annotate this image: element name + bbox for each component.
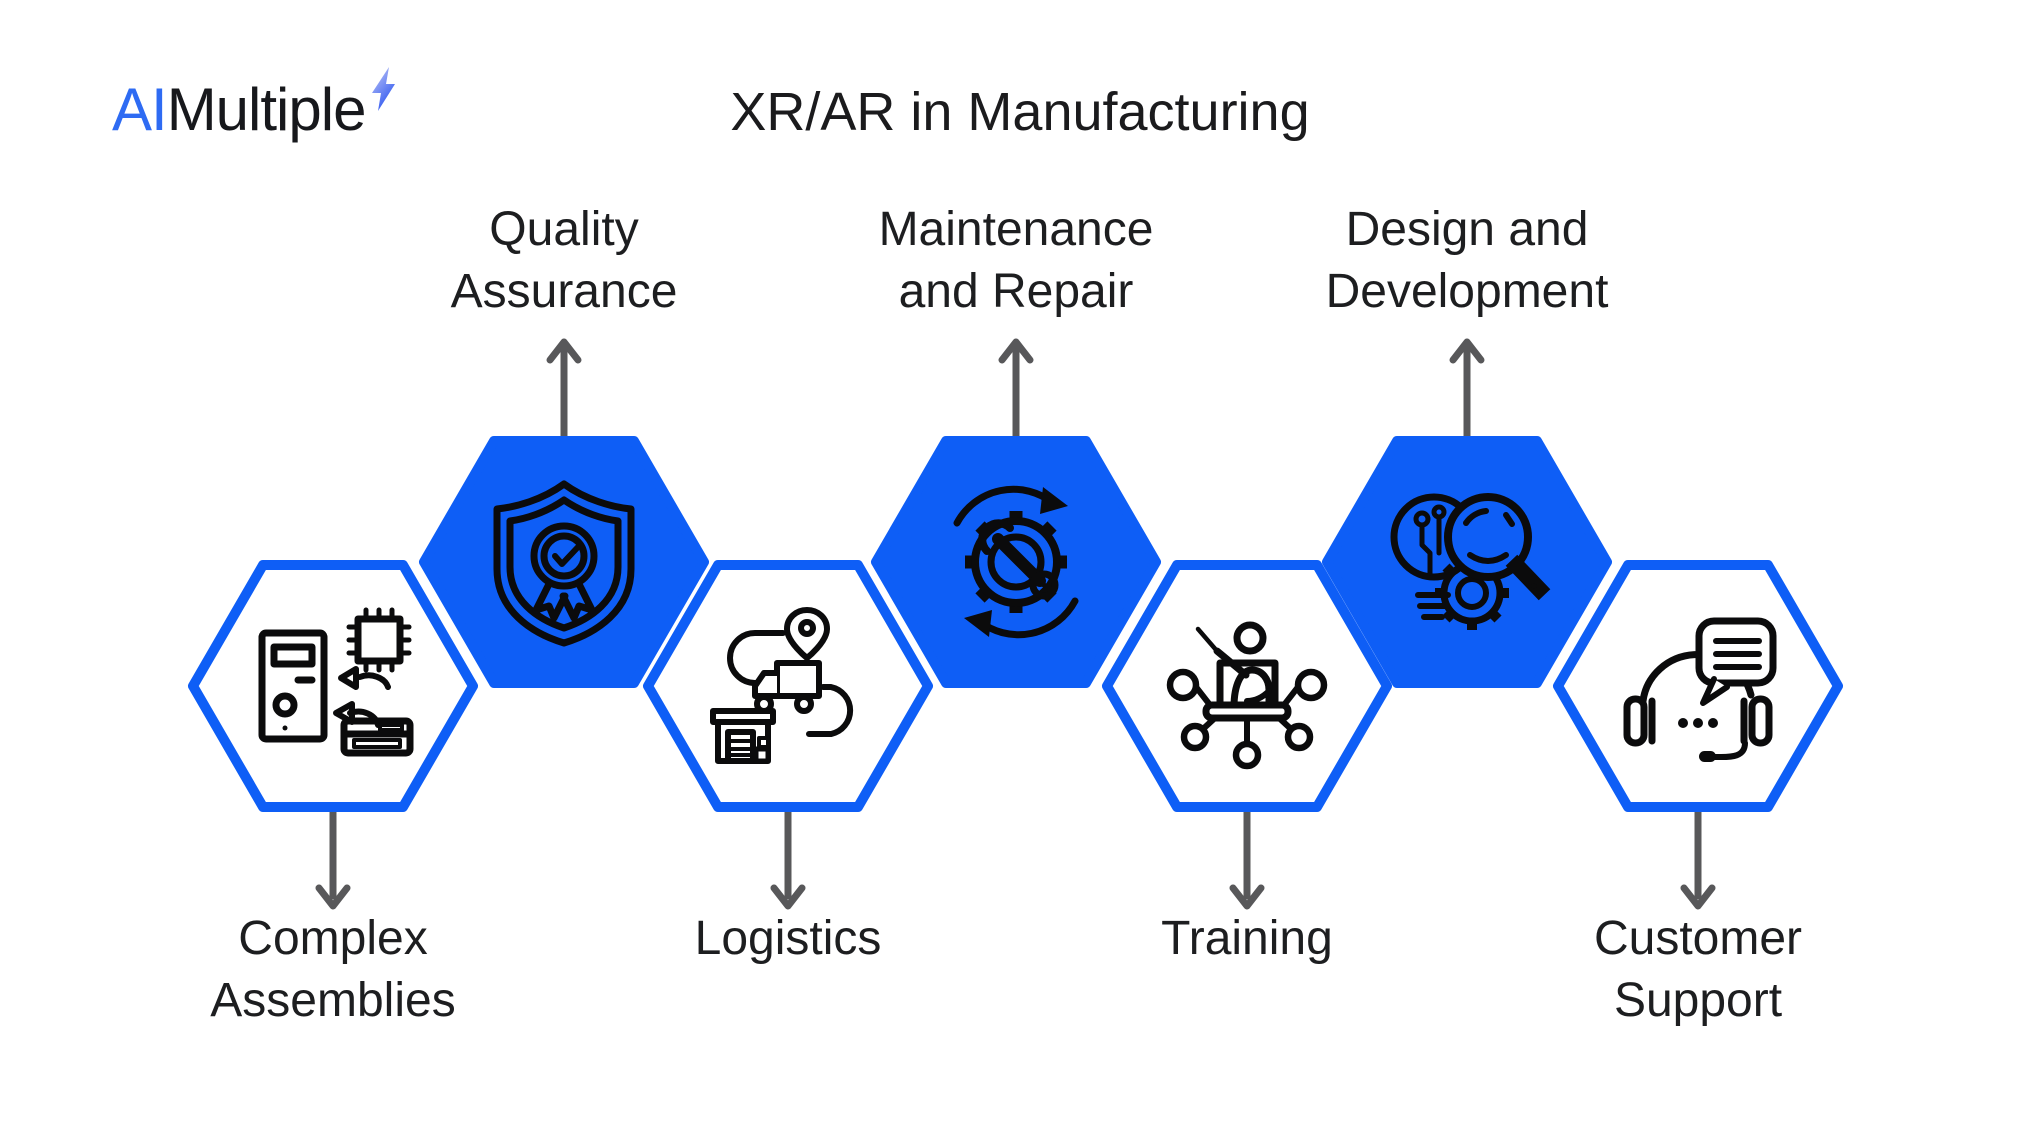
gear-wrench-icon [953,485,1079,639]
hexagon-design-development [1321,435,1613,689]
brand-logo-secondary: Multiple [166,76,367,143]
headset-chat-icon [1623,617,1777,762]
down-arrow [770,800,806,910]
lightning-bolt-icon [367,60,397,124]
down-arrow [315,800,351,910]
brand-logo: AIMultiple [112,67,397,143]
label-customer-support: Customer Support [1593,912,1803,1027]
label-logistics: Logistics [694,912,882,965]
hexagon-complex-assemblies [187,559,479,813]
hexagon-logistics [642,559,934,813]
logistics-route-icon [710,607,854,764]
trainer-network-icon [1166,621,1328,770]
down-arrow [1680,800,1716,910]
down-arrow [1229,800,1265,910]
hexagon-customer-support [1552,559,1844,813]
up-arrow [998,338,1034,446]
label-maintenance-repair: Maintenance and Repair [878,203,1154,318]
computer-assembly-icon [258,607,414,757]
label-design-development: Design and Development [1325,203,1609,318]
label-complex-assemblies: Complex Assemblies [210,912,456,1027]
bulb-gear-magnifier-icon [1390,493,1551,630]
page-title: XR/AR in Manufacturing [730,82,1310,142]
hexagon-training [1101,559,1393,813]
up-arrow [546,338,582,446]
up-arrow [1449,338,1485,446]
hexagon-quality-assurance [418,435,710,689]
shield-award-icon [493,480,635,647]
label-quality-assurance: Quality Assurance [450,203,678,318]
hexagon-maintenance-repair [870,435,1162,689]
brand-logo-primary: AI [112,76,168,143]
label-training: Training [1161,912,1333,965]
